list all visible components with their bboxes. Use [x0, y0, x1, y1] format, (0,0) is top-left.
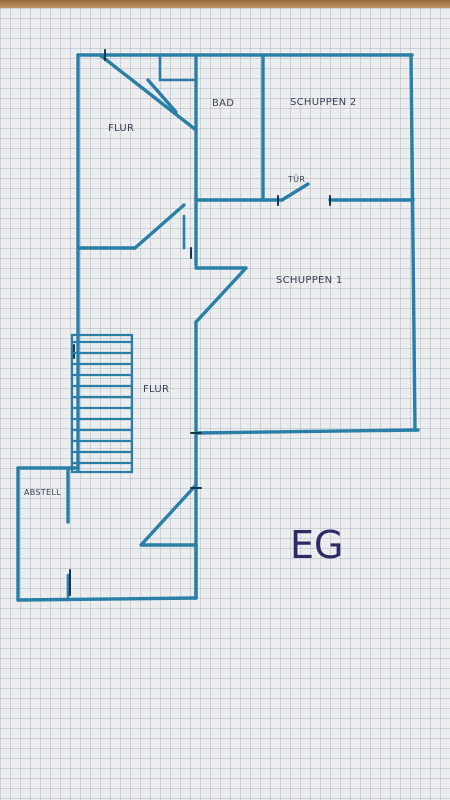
graph-paper [0, 8, 450, 800]
door-swing-flur-nook [146, 78, 178, 114]
room-label-schuppen-2: SCHUPPEN 2 [290, 97, 357, 108]
interior-walls [66, 53, 415, 602]
room-label-flur-top: FLUR [108, 123, 134, 134]
door-swing-schuppen1 [194, 266, 248, 324]
door-swings [98, 53, 310, 547]
room-label-abstell: ABSTELL [24, 488, 61, 497]
door-label: TÜR [287, 174, 305, 184]
room-label-schuppen-1: SCHUPPEN 1 [276, 275, 343, 286]
wall-bottom [16, 596, 198, 602]
room-label-bad: BAD [212, 98, 234, 109]
wall-bad-nook [158, 53, 198, 82]
wall-ticks [69, 49, 331, 596]
room-label-flur-main: FLUR [143, 384, 169, 395]
table-edge [0, 0, 450, 9]
door-swing-schuppen2 [280, 182, 310, 202]
wall-right [409, 53, 417, 432]
floor-label: EG [290, 523, 343, 567]
staircase-outline [70, 333, 134, 474]
door-swing-lower [139, 483, 198, 547]
staircase [70, 333, 134, 474]
door-swing-flur-top [98, 53, 198, 132]
outer-walls [16, 53, 420, 602]
wall-schuppen1-bottom [194, 428, 420, 435]
door-swing-flur-mid [133, 203, 186, 250]
